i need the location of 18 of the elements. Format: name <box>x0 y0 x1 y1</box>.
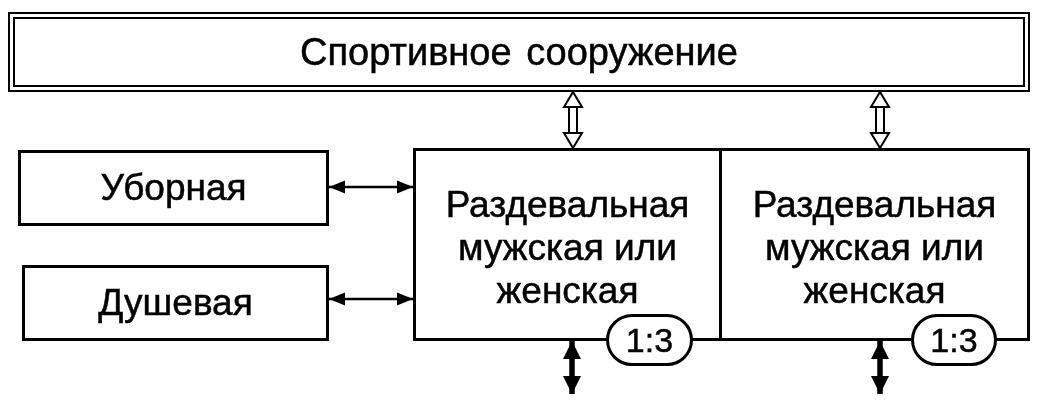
box-label: Уборная <box>100 166 247 210</box>
room-box <box>18 150 329 226</box>
box-label: Спортивное сооружение <box>300 29 738 75</box>
ratio-label: 1:3 <box>625 323 674 357</box>
facility-box <box>8 12 1030 92</box>
double-arrow <box>871 341 889 394</box>
ratio-pill <box>911 314 997 366</box>
double-arrow <box>870 91 890 149</box>
double-arrow <box>329 180 413 194</box>
room-box <box>22 265 329 341</box>
box-label: Раздевальная мужская или женская <box>444 184 691 313</box>
ratio-pill <box>606 314 693 366</box>
ratio-label: 1:3 <box>930 323 978 357</box>
double-arrow <box>329 292 413 306</box>
double-arrow <box>563 341 581 394</box>
box-label: Душевая <box>98 281 253 325</box>
double-arrow <box>563 91 583 149</box>
box-label: Раздевальная мужская или женская <box>751 184 998 313</box>
